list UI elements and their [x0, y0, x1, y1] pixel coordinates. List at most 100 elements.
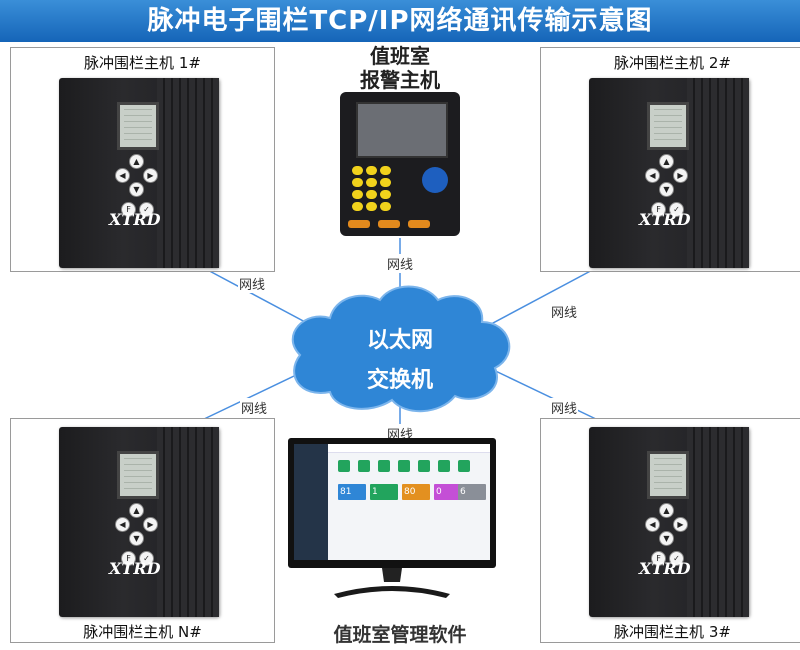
stat-card: 0: [434, 484, 462, 500]
heat-sink: [157, 427, 219, 617]
xtrd-logo: XTRD: [109, 210, 161, 229]
app-tile: [338, 460, 350, 472]
right-key: ▶: [143, 517, 158, 532]
app-tile: [458, 460, 470, 472]
cable-label-host2: 网线: [550, 302, 579, 321]
function-key: [408, 220, 430, 228]
number-key: [380, 202, 391, 211]
alarm-host-title-line2: 报警主机: [360, 68, 440, 92]
software-screenshot: 81 1 80 0 6: [294, 444, 490, 560]
ok-key: ✓: [669, 202, 684, 217]
alarm-host-title-line1: 值班室: [370, 44, 430, 68]
up-key: ▲: [659, 503, 674, 518]
up-key: ▲: [659, 154, 674, 169]
xtrd-logo: XTRD: [639, 559, 691, 578]
host-2-panel: 脉冲围栏主机 2# ▲ ◀ ▶ ▼ F ✓ XTRD: [540, 47, 800, 272]
management-monitor: 81 1 80 0 6: [288, 438, 496, 568]
xtrd-logo: XTRD: [109, 559, 161, 578]
cable-label-host3: 网线: [550, 398, 579, 417]
fun-key: F: [121, 551, 136, 566]
left-key: ◀: [645, 517, 660, 532]
right-key: ▶: [673, 517, 688, 532]
number-key: [352, 202, 363, 211]
number-key: [352, 190, 363, 199]
right-key: ▶: [673, 168, 688, 183]
host-2-device: ▲ ◀ ▶ ▼ F ✓ XTRD: [589, 78, 749, 268]
heat-sink: [157, 78, 219, 268]
up-key: ▲: [129, 503, 144, 518]
app-tile: [398, 460, 410, 472]
cable-label-hostn: 网线: [240, 398, 269, 417]
switch-label-line1: 以太网: [366, 328, 433, 353]
software-label: 值班室管理软件: [333, 624, 467, 646]
app-tile: [378, 460, 390, 472]
alarm-host-device: [340, 92, 460, 236]
host-1-label: 脉冲围栏主机 1#: [84, 54, 201, 72]
down-key: ▼: [659, 182, 674, 197]
down-key: ▼: [129, 531, 144, 546]
stat-card: 80: [402, 484, 430, 500]
stat-value: 81: [340, 487, 352, 497]
direction-pad: [422, 167, 448, 193]
host-n-label: 脉冲围栏主机 N#: [83, 623, 202, 641]
heat-sink: [687, 78, 749, 268]
alarm-host-title: 值班室 报警主机: [310, 44, 490, 92]
number-key: [366, 166, 377, 175]
fun-key: F: [121, 202, 136, 217]
lcd-display: [647, 451, 689, 499]
left-key: ◀: [645, 168, 660, 183]
software-topbar: [328, 444, 490, 453]
number-key: [380, 178, 391, 187]
right-key: ▶: [143, 168, 158, 183]
host-1-device: ▲ ◀ ▶ ▼ F ✓ XTRD: [59, 78, 219, 268]
host-n-device: ▲ ◀ ▶ ▼ F ✓ XTRD: [59, 427, 219, 617]
left-key: ◀: [115, 168, 130, 183]
stat-value: 6: [460, 487, 466, 497]
cable-label-host1: 网线: [238, 274, 267, 293]
xtrd-logo: XTRD: [639, 210, 691, 229]
stat-value: 80: [404, 487, 416, 497]
stat-value: 1: [372, 487, 378, 497]
diagram-title: 脉冲电子围栏TCP/IP网络通讯传输示意图: [0, 0, 800, 42]
cable-label-alarm: 网线: [386, 254, 415, 273]
number-key: [366, 202, 377, 211]
stat-card: 6: [458, 484, 486, 500]
host-3-panel: ▲ ◀ ▶ ▼ F ✓ XTRD 脉冲围栏主机 3#: [540, 418, 800, 643]
fun-key: F: [651, 551, 666, 566]
app-tile: [418, 460, 430, 472]
host-2-label: 脉冲围栏主机 2#: [614, 54, 731, 72]
heat-sink: [687, 427, 749, 617]
ok-key: ✓: [669, 551, 684, 566]
up-key: ▲: [129, 154, 144, 169]
number-key: [380, 166, 391, 175]
lcd-display: [117, 102, 159, 150]
switch-label-line2: 交换机: [366, 368, 433, 393]
ok-key: ✓: [139, 551, 154, 566]
number-key: [352, 166, 363, 175]
ethernet-switch-cloud: [291, 285, 511, 413]
host-3-device: ▲ ◀ ▶ ▼ F ✓ XTRD: [589, 427, 749, 617]
software-sidebar: [294, 444, 328, 560]
left-key: ◀: [115, 517, 130, 532]
fun-key: F: [651, 202, 666, 217]
host-3-label: 脉冲围栏主机 3#: [614, 623, 731, 641]
lcd-display: [117, 451, 159, 499]
stat-card: 81: [338, 484, 366, 500]
monitor-stand: [334, 568, 450, 598]
stat-value: 0: [436, 487, 442, 497]
host-1-panel: 脉冲围栏主机 1# ▲ ◀ ▶ ▼ F ✓ XTRD: [10, 47, 275, 272]
number-key: [366, 190, 377, 199]
function-key: [378, 220, 400, 228]
down-key: ▼: [129, 182, 144, 197]
lcd-display: [647, 102, 689, 150]
host-n-panel: ▲ ◀ ▶ ▼ F ✓ XTRD 脉冲围栏主机 N#: [10, 418, 275, 643]
down-key: ▼: [659, 531, 674, 546]
number-key: [380, 190, 391, 199]
number-key: [352, 178, 363, 187]
ok-key: ✓: [139, 202, 154, 217]
stat-card: 1: [370, 484, 398, 500]
number-key: [366, 178, 377, 187]
app-tile: [438, 460, 450, 472]
function-key: [348, 220, 370, 228]
